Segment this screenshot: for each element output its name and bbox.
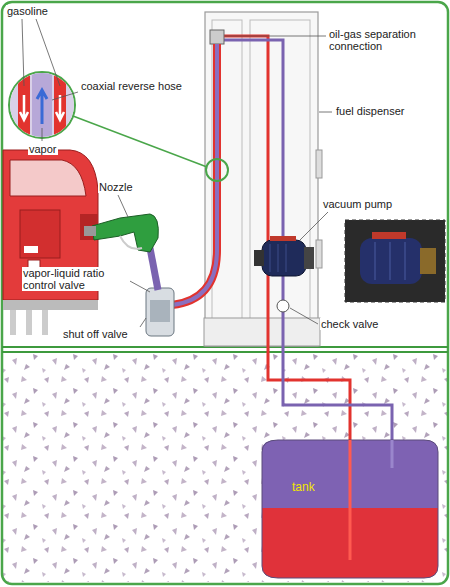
callout-label: Nozzle bbox=[98, 181, 134, 193]
callout-label: vacuum pump bbox=[322, 198, 393, 210]
callout-label: check valve bbox=[320, 318, 379, 330]
callout-label: coaxial reverse hose bbox=[80, 80, 183, 92]
callout-label: shut off valve bbox=[62, 328, 129, 340]
callout-label: gasoline bbox=[6, 5, 49, 17]
storage-tank: tank bbox=[262, 440, 438, 578]
callout-label: fuel dispenser bbox=[335, 105, 406, 117]
tank-label: tank bbox=[292, 480, 315, 494]
callout-label: vapor-liquid ratio control valve bbox=[22, 267, 130, 291]
callout-label: vapor bbox=[28, 143, 58, 155]
callout-label: oil-gas separation connection bbox=[328, 28, 445, 52]
